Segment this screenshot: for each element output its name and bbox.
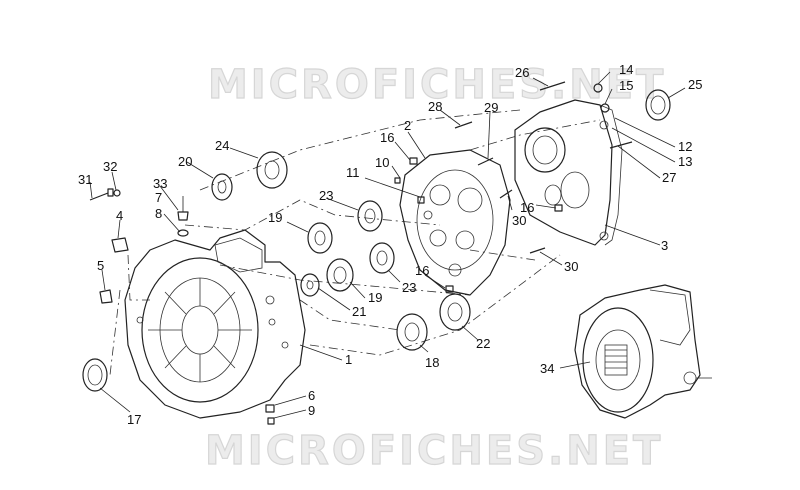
leader-lines (89, 71, 686, 419)
bearing-20 (211, 173, 233, 201)
watermark-top: MICROFICHES.NET (208, 62, 666, 108)
callout-4: 4 (116, 208, 123, 223)
seal-25 (645, 89, 671, 121)
callout-5: 5 (97, 258, 104, 273)
callout-25: 25 (688, 77, 702, 92)
callout-18: 18 (425, 355, 439, 370)
callout-6: 6 (308, 388, 315, 403)
callout-28: 28 (428, 99, 442, 114)
washer-21 (300, 273, 320, 297)
bearing-24 (256, 151, 288, 189)
callout-22: 22 (476, 336, 490, 351)
callout-15: 15 (619, 78, 633, 93)
bearing-23b (369, 242, 395, 274)
watermark-bottom: MICROFICHES.NET (205, 428, 663, 474)
callout-26: 26 (515, 65, 529, 80)
callout-12: 12 (678, 139, 692, 154)
callout-19a: 19 (268, 210, 282, 225)
callout-20: 20 (178, 154, 192, 169)
callout-27: 27 (662, 170, 676, 185)
callout-31: 31 (78, 172, 92, 187)
callout-labels: 1 2 3 4 5 6 7 8 9 10 11 12 13 14 15 16 1… (78, 62, 702, 427)
callout-2: 2 (404, 118, 411, 133)
bearing-22 (439, 293, 471, 331)
bearing-18 (396, 313, 428, 351)
callout-30b: 30 (564, 259, 578, 274)
callout-29: 29 (484, 100, 498, 115)
callout-16c: 16 (415, 263, 429, 278)
rear-cover (514, 99, 623, 246)
callout-17: 17 (127, 412, 141, 427)
callout-13: 13 (678, 154, 692, 169)
callout-8: 8 (155, 206, 162, 221)
callout-24: 24 (215, 138, 229, 153)
bearing-23a (357, 200, 383, 232)
callout-14: 14 (619, 62, 633, 77)
callout-16b: 16 (520, 200, 534, 215)
callout-32: 32 (103, 159, 117, 174)
assembly-centerlines (109, 109, 601, 376)
seal-17 (82, 358, 108, 392)
callout-30a: 30 (512, 213, 526, 228)
bearing-19b (326, 258, 354, 292)
callout-16a: 16 (380, 130, 394, 145)
main-housing (124, 229, 306, 419)
callout-23a: 23 (319, 188, 333, 203)
callout-7: 7 (155, 190, 162, 205)
callout-21: 21 (352, 304, 366, 319)
callout-9: 9 (308, 403, 315, 418)
callout-34: 34 (540, 361, 554, 376)
callout-33: 33 (153, 176, 167, 191)
callout-3: 3 (661, 238, 668, 253)
callout-10: 10 (375, 155, 389, 170)
callout-11: 11 (346, 165, 360, 180)
bolts-and-plugs (89, 81, 633, 425)
callout-23b: 23 (402, 280, 416, 295)
callout-1: 1 (345, 352, 352, 367)
intermediate-plate (399, 149, 511, 296)
bearing-19a (307, 222, 333, 254)
callout-19b: 19 (368, 290, 382, 305)
assembled-gearbox (574, 284, 712, 419)
